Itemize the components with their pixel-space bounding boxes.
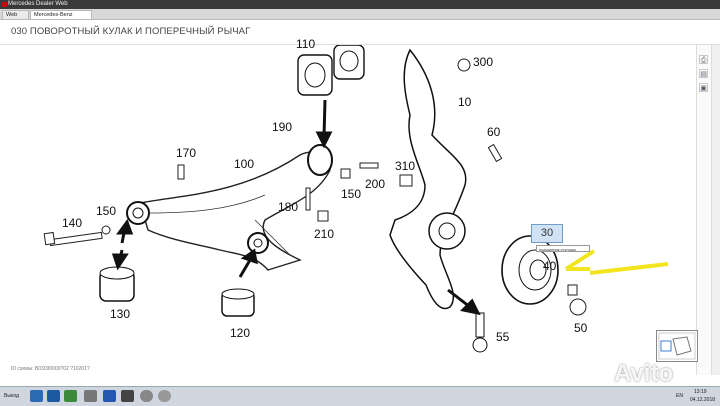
part-label-200[interactable]: 200 bbox=[365, 177, 386, 191]
parts-diagram: 110 300 10 190 170 100 60 310 200 150 18… bbox=[0, 37, 696, 375]
print-icon[interactable]: ⎙ bbox=[699, 55, 708, 64]
part-label-170[interactable]: 170 bbox=[176, 146, 197, 160]
clock-time: 13:19 bbox=[694, 389, 707, 395]
exit-button[interactable]: Выход bbox=[4, 393, 19, 399]
nut-210 bbox=[317, 210, 329, 222]
part-label-310[interactable]: 310 bbox=[395, 159, 416, 173]
part-label-120[interactable]: 120 bbox=[230, 326, 251, 340]
part-label-55[interactable]: 55 bbox=[496, 330, 510, 344]
part-label-100[interactable]: 100 bbox=[234, 157, 255, 171]
part-label-140[interactable]: 140 bbox=[62, 216, 83, 230]
steering-knuckle bbox=[389, 48, 467, 310]
app-icon[interactable] bbox=[158, 390, 171, 402]
selected-part-callout[interactable]: 30 bbox=[531, 224, 563, 243]
part-label-50[interactable]: 50 bbox=[574, 321, 588, 335]
app-icon[interactable] bbox=[64, 390, 77, 402]
part-label-60[interactable]: 60 bbox=[487, 125, 501, 139]
control-arm-rib bbox=[149, 194, 291, 256]
app-icon[interactable] bbox=[140, 390, 153, 402]
app-icon[interactable] bbox=[84, 390, 97, 402]
control-arm-shape bbox=[139, 151, 331, 271]
language-indicator[interactable]: EN bbox=[676, 393, 683, 399]
part-label-150-left[interactable]: 150 bbox=[96, 204, 117, 218]
part-label-110[interactable]: 110 bbox=[296, 37, 316, 51]
tab-webparts[interactable]: Mercedes-Benz WebParts× bbox=[30, 10, 92, 27]
leader-arrows bbox=[111, 99, 481, 316]
diagram-svg bbox=[43, 44, 669, 353]
app-logo-icon bbox=[2, 2, 7, 7]
thumbnail-svg bbox=[658, 332, 696, 360]
nut-150 bbox=[340, 168, 351, 179]
part-label-40[interactable]: 40 bbox=[543, 259, 557, 273]
nut-150b bbox=[101, 225, 111, 235]
bolt-170 bbox=[177, 164, 185, 180]
part-label-190[interactable]: 190 bbox=[272, 120, 293, 134]
part-label-10[interactable]: 10 bbox=[458, 95, 472, 109]
bolt-140 bbox=[49, 231, 103, 247]
ball-joint bbox=[472, 337, 488, 353]
taskbar: Выход EN 13:19 04.12.2018 bbox=[0, 386, 720, 406]
diagram-id: ID схемы: B03030000?02 ?10201? bbox=[11, 366, 90, 372]
vertical-scrollbar[interactable] bbox=[711, 45, 720, 375]
diagram-thumbnail[interactable] bbox=[656, 330, 698, 362]
part-label-300[interactable]: 300 bbox=[473, 55, 494, 69]
tab-web-epc[interactable]: Web EPC bbox=[2, 10, 29, 27]
watermark: Avito bbox=[614, 360, 674, 387]
app-icon[interactable] bbox=[47, 390, 60, 402]
highlight-arrows bbox=[564, 249, 669, 275]
document-icon[interactable]: ▤ bbox=[699, 69, 708, 78]
pdf-icon[interactable]: ▣ bbox=[699, 83, 708, 92]
part-50 bbox=[567, 284, 578, 296]
page-header: 030 ПОВОРОТНЫЙ КУЛАК И ПОПЕРЕЧНЫЙ РЫЧАГ bbox=[0, 20, 720, 45]
page-title: 030 ПОВОРОТНЫЙ КУЛАК И ПОПЕРЕЧНЫЙ РЫЧАГ bbox=[11, 26, 251, 37]
part-label-210[interactable]: 210 bbox=[314, 227, 335, 241]
clock-date: 04.12.2018 bbox=[690, 397, 716, 403]
part-label-180[interactable]: 180 bbox=[278, 200, 299, 214]
bolt-60 bbox=[487, 143, 503, 163]
bolt-180 bbox=[305, 187, 311, 211]
bushing-top bbox=[307, 144, 333, 176]
bolt-200 bbox=[359, 162, 379, 169]
tab-bar: Web EPC Mercedes-Benz WebParts× bbox=[0, 9, 720, 27]
app-icon[interactable] bbox=[103, 390, 116, 402]
app-icon[interactable] bbox=[30, 390, 43, 402]
callout-note: подшипник ступицы bbox=[536, 245, 590, 252]
right-toolbar: ⎙ ▤ ▣ bbox=[696, 45, 711, 375]
nut-310 bbox=[399, 174, 413, 187]
window-titlebar: Mercedes Dealer Web bbox=[0, 0, 720, 9]
part-label-150[interactable]: 150 bbox=[341, 187, 362, 201]
part-label-130[interactable]: 130 bbox=[110, 307, 131, 321]
ring-55 bbox=[569, 298, 587, 316]
app-icon[interactable] bbox=[121, 390, 134, 402]
window-title: Mercedes Dealer Web bbox=[8, 1, 68, 7]
